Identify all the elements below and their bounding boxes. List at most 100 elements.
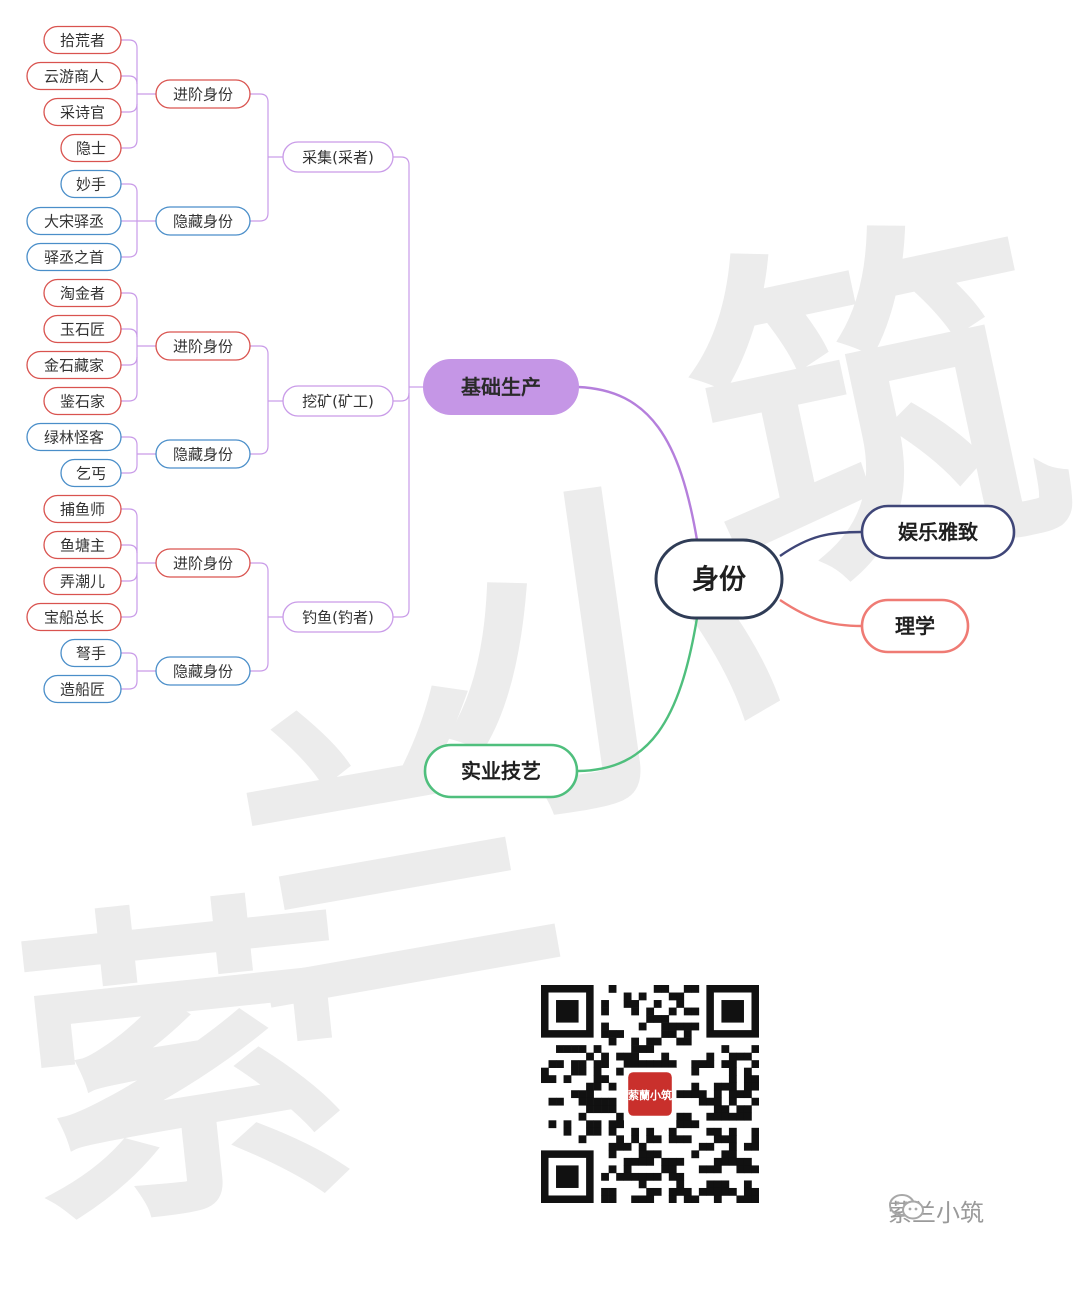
identity-leaf: 鱼塘主 [43,530,122,560]
identity-leaf-label: 鱼塘主 [60,536,105,554]
connector-item [121,508,138,518]
hidden-identity-node: 隐藏身份 [155,206,251,236]
identity-leaf-label: 绿林怪客 [44,428,104,446]
identity-leaf: 造船匠 [43,674,122,704]
branch-line-science [779,599,863,628]
identity-leaf-box [43,674,122,704]
group-node: 挖矿(矿工) [282,385,394,417]
connector-item [121,292,138,302]
qr-logo-text: 萦蘭小筑 [628,1088,672,1102]
branch-science-label: 理学 [895,614,935,638]
root-node: 身份 [654,538,784,620]
group-node-label: 钓鱼(钓者) [302,608,374,626]
identity-leaf-box [60,458,122,488]
advanced-identity-node: 进阶身份 [155,79,251,109]
advanced-identity-node-box [155,79,251,109]
identity-leaf: 弩手 [60,638,122,668]
connector-group [386,392,410,402]
identity-leaf-box [26,206,122,236]
hidden-identity-node-box [155,439,251,469]
identity-leaf: 弄潮儿 [43,566,122,596]
identity-leaf-label: 玉石匠 [60,320,105,338]
hidden-identity-node-box [155,206,251,236]
identity-leaf-box [43,97,122,127]
identity-leaf: 隐士 [60,133,122,163]
group-node-box [282,385,394,417]
group-node-box [282,601,394,633]
connector-item [121,572,138,582]
branch-entertainment-box [860,504,1016,560]
connector-sub [250,212,269,222]
hidden-identity-node: 隐藏身份 [155,439,251,469]
identity-leaf: 捕鱼师 [43,494,122,524]
connector-group [386,156,410,166]
advanced-identity-node: 进阶身份 [155,331,251,361]
identity-leaf-label: 造船匠 [60,680,105,698]
identity-leaf: 鉴石家 [43,386,122,416]
identity-leaf: 绿林怪客 [26,422,122,452]
connector-item [121,103,138,113]
advanced-identity-node-label: 进阶身份 [173,554,233,572]
group-node-label: 采集(采者) [302,148,374,166]
identity-leaf: 妙手 [60,169,122,199]
connector-item [121,75,138,85]
connector-item [121,39,138,49]
branch-entertainment-label: 娱乐雅致 [898,520,979,544]
identity-leaf: 拾荒者 [43,25,122,55]
hidden-identity-node-label: 隐藏身份 [173,662,233,680]
identity-leaf: 金石藏家 [26,350,122,380]
branch-science: 理学 [860,598,970,654]
identity-leaf-box [43,494,122,524]
identity-leaf: 云游商人 [26,61,122,91]
identity-leaf: 玉石匠 [43,314,122,344]
identity-leaf: 宝船总长 [26,602,122,632]
identity-leaf: 采诗官 [43,97,122,127]
branch-science-box [860,598,970,654]
connector-item [121,328,138,338]
wechat-icon [889,1194,924,1220]
identity-leaf-box [43,278,122,308]
identity-leaf: 乞丐 [60,458,122,488]
identity-leaf-box [43,566,122,596]
identity-leaf-box [60,169,122,199]
connector-item [121,356,138,366]
root-node-label: 身份 [692,564,746,596]
identity-leaf-label: 隐士 [76,139,106,157]
advanced-identity-node: 进阶身份 [155,548,251,578]
identity-leaf-label: 云游商人 [44,67,104,85]
branch-craft-label: 实业技艺 [461,759,541,783]
branch-craft-box [423,743,579,799]
connector-group [386,608,410,618]
identity-leaf-label: 妙手 [76,175,106,193]
identity-leaf-label: 捕鱼师 [60,500,105,518]
identity-leaf-label: 金石藏家 [44,356,104,374]
identity-leaf-label: 驿丞之首 [44,248,104,266]
hidden-identity-node-label: 隐藏身份 [173,212,233,230]
connector-lines [121,39,863,773]
connector-item [121,183,138,193]
connector-item [121,464,138,474]
connector-sub [250,345,269,355]
connector-sub [250,93,269,103]
identity-leaf-box [60,638,122,668]
identity-leaf-box [26,422,122,452]
connector-sub [250,562,269,572]
branch-entertainment: 娱乐雅致 [860,504,1016,560]
identity-leaf-label: 弩手 [76,644,106,662]
identity-leaf: 大宋驿丞 [26,206,122,236]
identity-leaf-box [26,602,122,632]
identity-leaf-label: 大宋驿丞 [44,212,104,230]
group-node-box [282,141,394,173]
connector-item [121,248,138,258]
connector-item [121,680,138,690]
connector-item [121,608,138,618]
branch-basic-production-box [423,359,579,415]
identity-leaf-label: 弄潮儿 [60,572,105,590]
identity-leaf-box [43,314,122,344]
branch-basic-production-label: 基础生产 [461,375,541,399]
identity-leaf: 淘金者 [43,278,122,308]
branch-basic-production: 基础生产 [423,359,579,415]
connector-item [121,139,138,149]
